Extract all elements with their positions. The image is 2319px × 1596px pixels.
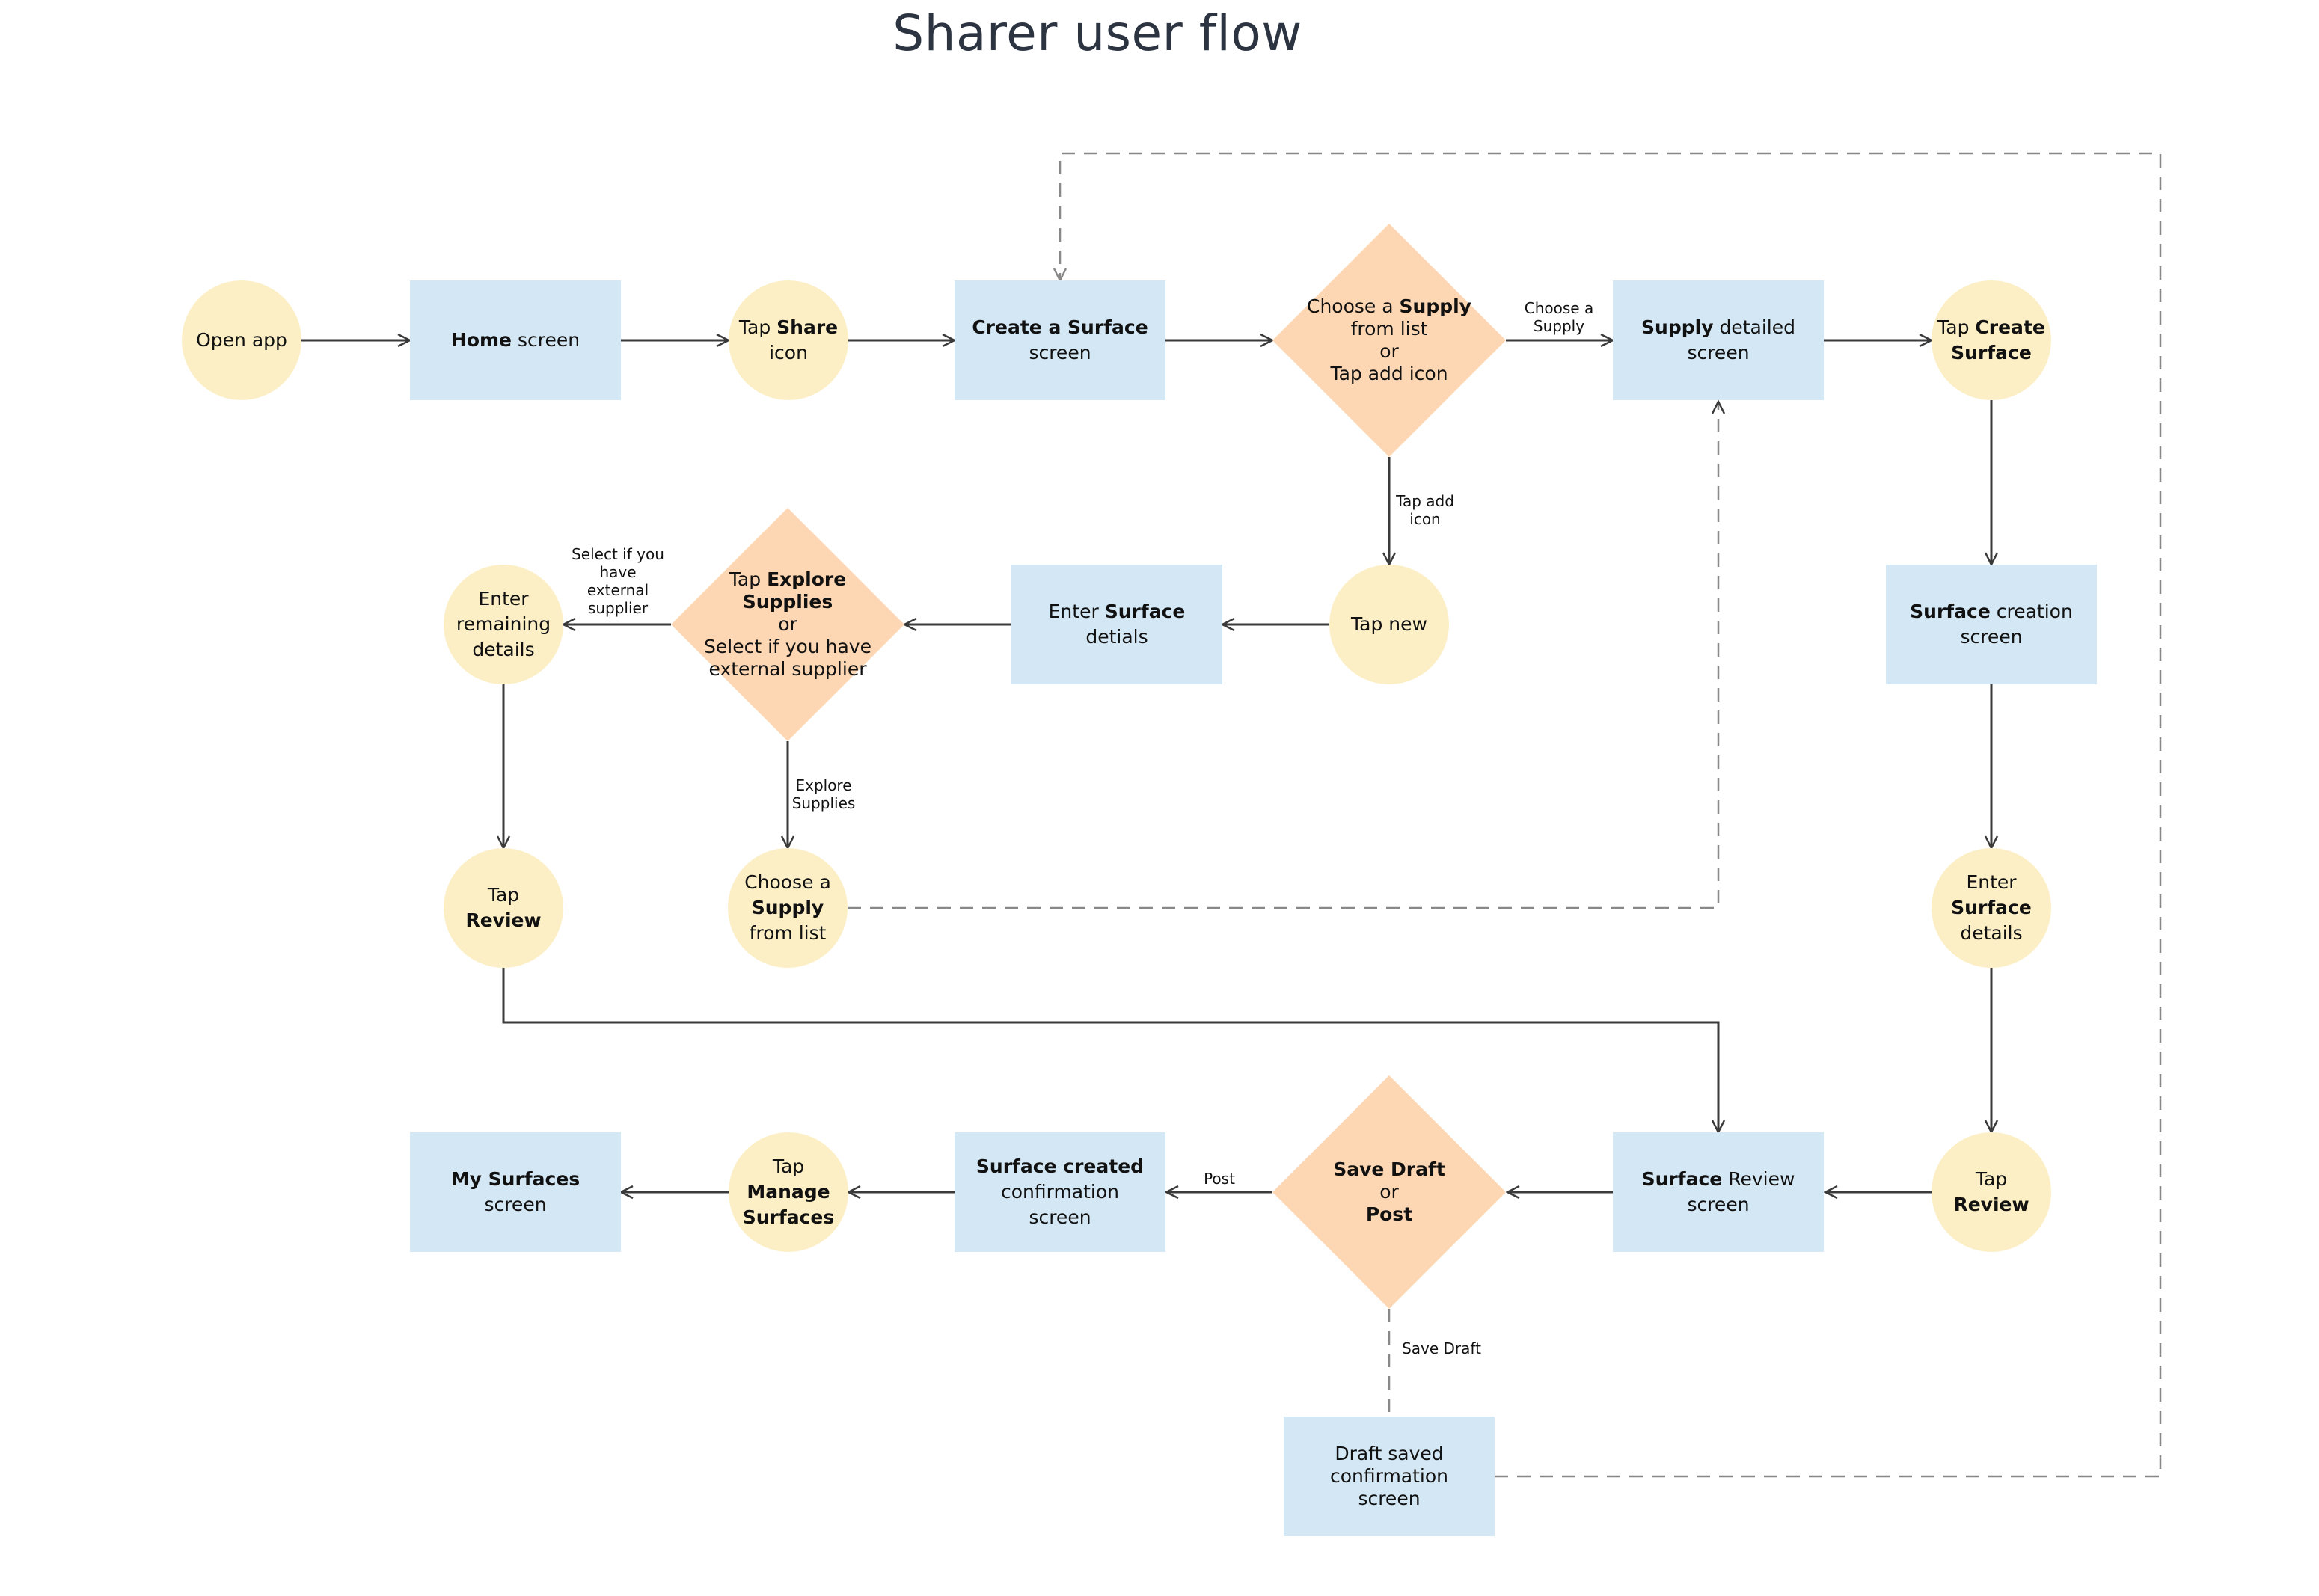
page-title: Sharer user flow bbox=[892, 4, 1302, 62]
edge-label-post: Post bbox=[1204, 1170, 1235, 1188]
tap-new-node: Tap new bbox=[1329, 565, 1449, 684]
edge-label-save-draft: Save Draft bbox=[1402, 1339, 1481, 1357]
arrow-tapreview-reviewscreen bbox=[502, 968, 1718, 1132]
arrow-chooselist-supplydetail bbox=[848, 402, 1718, 909]
open-app-node: Open app bbox=[182, 280, 301, 400]
dashed-draft-loop-create bbox=[1060, 152, 2162, 1478]
home-screen-node: Home screen bbox=[410, 280, 621, 400]
